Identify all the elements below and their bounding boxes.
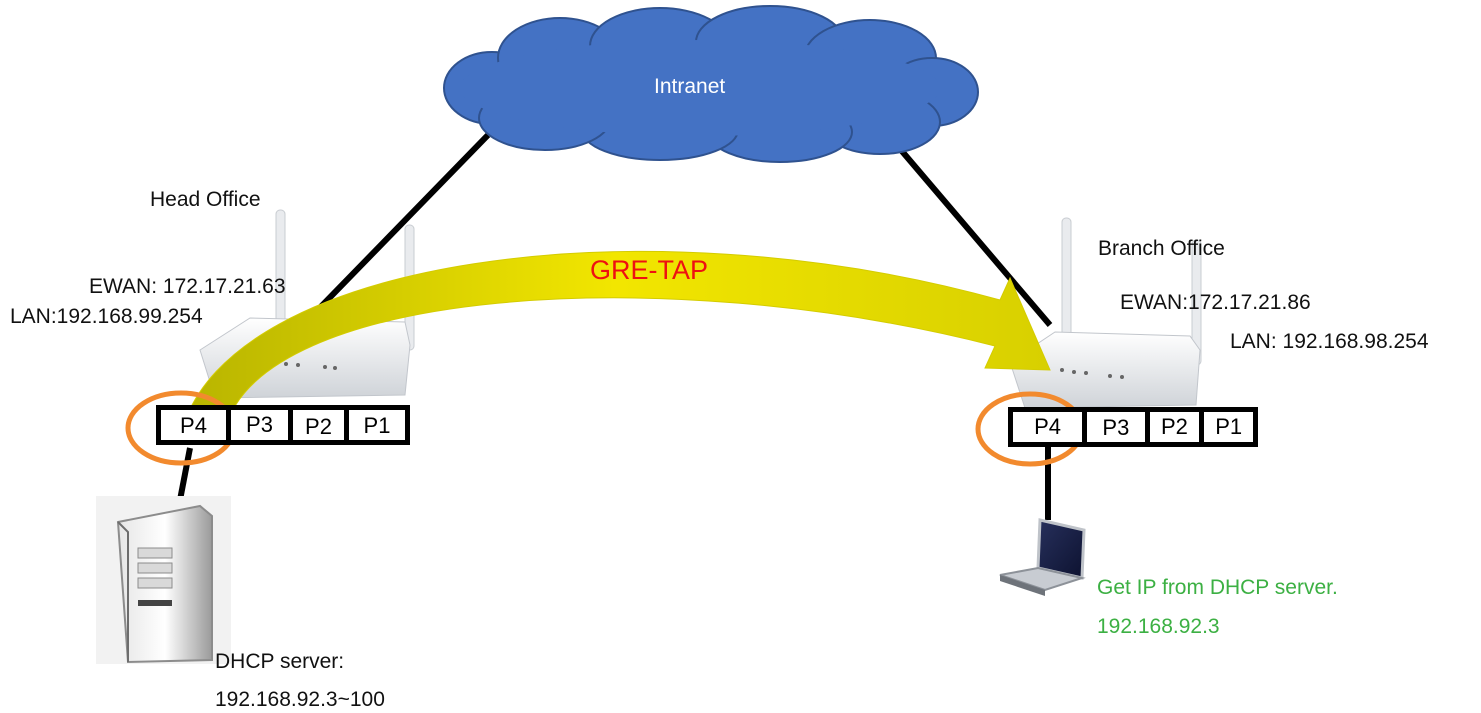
head-lan: LAN:192.168.99.254 bbox=[10, 305, 203, 328]
branch-wan-link bbox=[892, 141, 1053, 327]
branch-lan: LAN: 192.168.98.254 bbox=[1230, 330, 1429, 353]
branch-port-p2[interactable]: P2 bbox=[1150, 412, 1205, 442]
head-port-p4[interactable]: P4 bbox=[161, 410, 231, 440]
head-wan-link bbox=[303, 132, 491, 325]
client-ip: 192.168.92.3 bbox=[1097, 615, 1220, 638]
branch-port-p3[interactable]: P3 bbox=[1087, 412, 1150, 442]
head-port-p2[interactable]: P2 bbox=[293, 410, 349, 440]
branch-port-p1[interactable]: P1 bbox=[1215, 414, 1243, 439]
head-ewan: EWAN: 172.17.21.63 bbox=[89, 275, 286, 298]
branch-router bbox=[1009, 217, 1202, 409]
head-office-title: Head Office bbox=[150, 188, 261, 211]
branch-port-row: P4 P3 P2 P1 bbox=[1008, 407, 1258, 447]
laptop-icon bbox=[999, 518, 1086, 596]
intranet-cloud-fill bbox=[460, 40, 940, 136]
server-link bbox=[177, 447, 193, 501]
client-status: Get IP from DHCP server. bbox=[1097, 576, 1338, 599]
branch-office-title: Branch Office bbox=[1098, 237, 1225, 260]
branch-port-p4[interactable]: P4 bbox=[1013, 412, 1088, 442]
head-port-row: P4 P3 P2 P1 bbox=[156, 405, 410, 445]
dhcp-server-icon bbox=[96, 496, 231, 664]
cloud-label: Intranet bbox=[654, 75, 726, 98]
dhcp-server-label: DHCP server: bbox=[215, 650, 345, 673]
dhcp-server-range: 192.168.92.3~100 bbox=[215, 688, 385, 711]
head-port-p3[interactable]: P3 bbox=[231, 410, 293, 440]
head-port-p1[interactable]: P1 bbox=[363, 413, 391, 438]
gre-tap-arrow bbox=[181, 251, 1051, 431]
branch-ewan: EWAN:172.17.21.86 bbox=[1120, 291, 1311, 314]
tunnel-label: GRE-TAP bbox=[590, 255, 709, 285]
